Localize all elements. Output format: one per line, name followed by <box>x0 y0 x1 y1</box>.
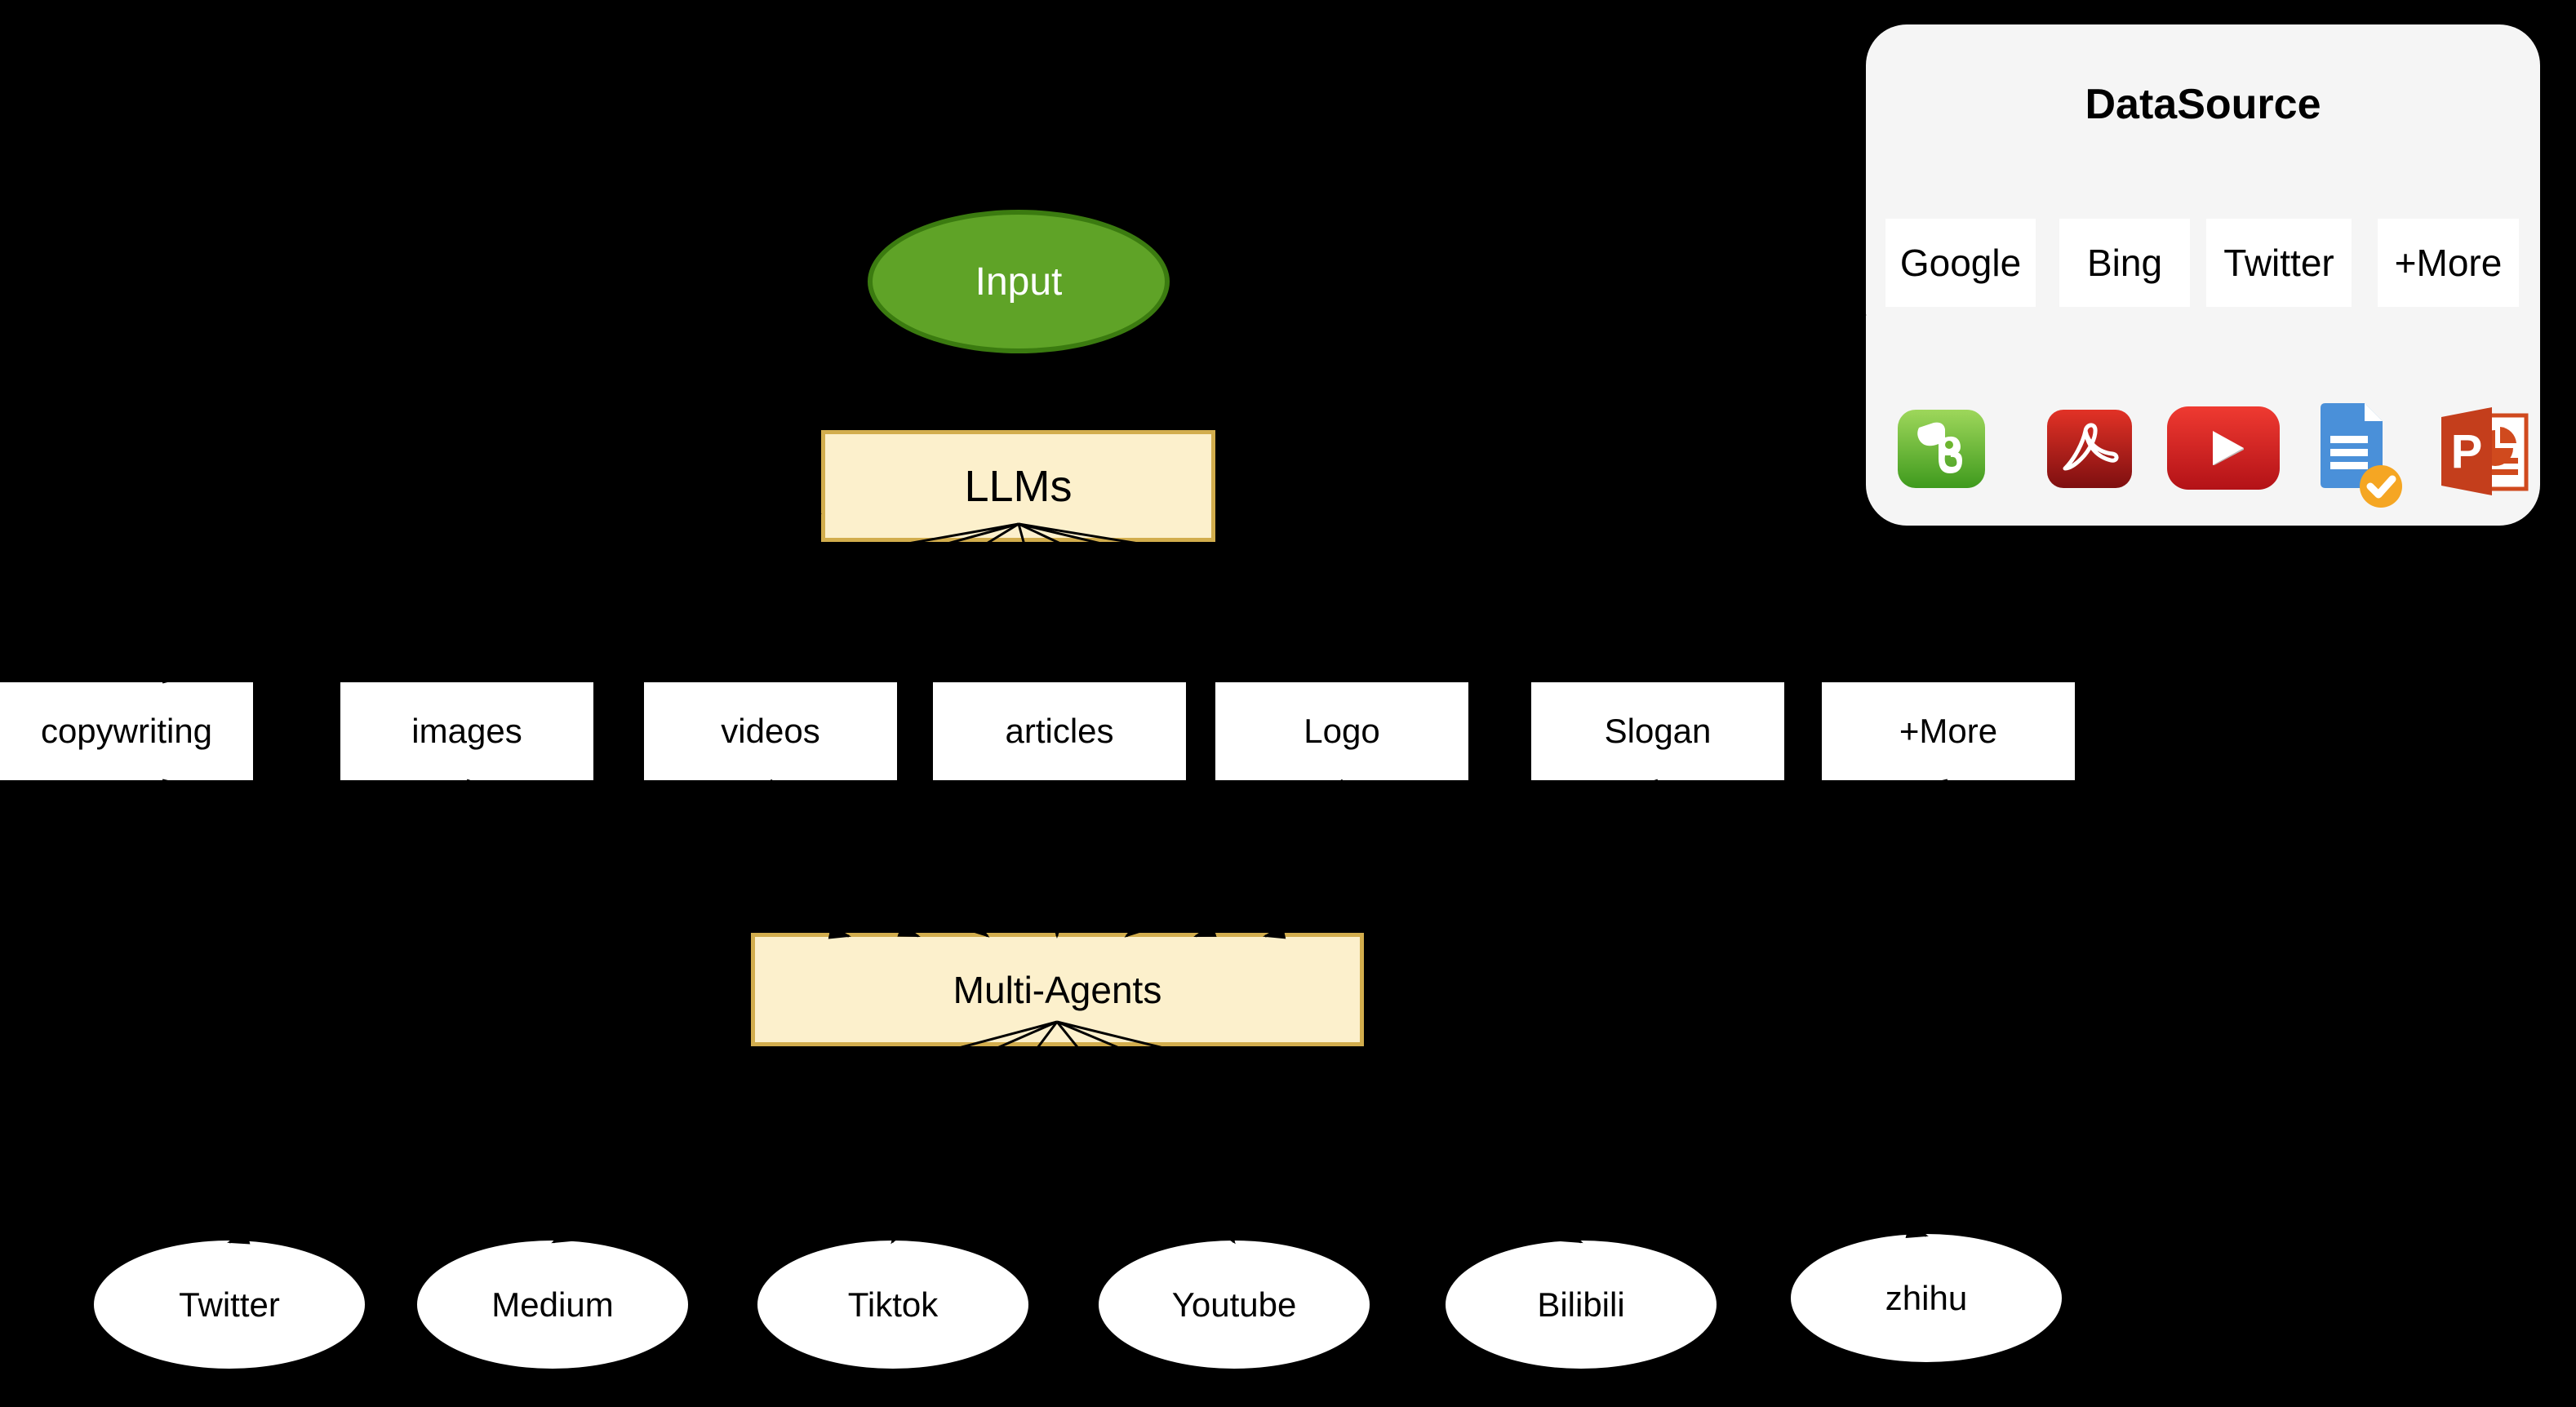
platform-label: Tiktok <box>847 1285 939 1324</box>
svg-text:P: P <box>2451 425 2483 478</box>
multi-agents-node: Multi-Agents <box>751 933 1364 1046</box>
output-label: Logo <box>1304 712 1380 750</box>
source-label: Bing <box>2086 242 2163 284</box>
source-box-more: +More <box>2378 219 2519 307</box>
platform-label: Youtube <box>1171 1285 1297 1324</box>
datasource-panel: DataSource Google Bing Twitter +More <box>1866 24 2540 526</box>
output-box-copywriting: copywriting <box>0 682 253 780</box>
multi-agents-label: Multi-Agents <box>953 968 1162 1011</box>
output-label: videos <box>721 712 820 750</box>
output-label: articles <box>1005 712 1114 750</box>
source-label: Twitter <box>2223 242 2334 284</box>
source-label: Google <box>1899 242 2022 284</box>
platform-label: Medium <box>491 1285 614 1324</box>
output-label: +More <box>1899 712 1998 750</box>
llms-node: LLMs <box>821 430 1215 542</box>
output-box-slogan: Slogan <box>1531 682 1784 780</box>
output-box-images: images <box>340 682 593 780</box>
platform-ellipse-bilibili: Bilibili <box>1446 1241 1717 1369</box>
input-label: Input <box>975 260 1063 304</box>
output-label: Slogan <box>1604 712 1712 750</box>
input-node: Input <box>868 210 1170 353</box>
youtube-icon <box>2167 406 2280 494</box>
output-label: images <box>411 712 522 750</box>
output-box-more: +More <box>1822 682 2075 780</box>
powerpoint-icon: P <box>2438 406 2529 501</box>
platform-ellipse-tiktok: Tiktok <box>757 1241 1028 1369</box>
output-box-articles: articles <box>933 682 1186 780</box>
evernote-icon <box>1898 410 1985 492</box>
platform-ellipse-medium: Medium <box>417 1241 688 1369</box>
platform-label: Bilibili <box>1537 1285 1625 1324</box>
adobe-pdf-icon <box>2047 410 2132 492</box>
source-label: +More <box>2394 242 2503 284</box>
output-box-logo: Logo <box>1215 682 1468 780</box>
platform-ellipse-zhihu: zhihu <box>1791 1234 2062 1362</box>
google-docs-icon <box>2314 402 2404 513</box>
platform-label: Twitter <box>179 1285 280 1324</box>
datasource-title: DataSource <box>2085 81 2321 128</box>
platform-label: zhihu <box>1885 1278 1968 1317</box>
source-box-google: Google <box>1885 219 2036 307</box>
platform-ellipse-youtube: Youtube <box>1099 1241 1370 1369</box>
llms-label: LLMs <box>964 461 1073 511</box>
source-box-twitter: Twitter <box>2206 219 2352 307</box>
output-label: copywriting <box>40 712 213 750</box>
source-box-bing: Bing <box>2059 219 2190 307</box>
platform-ellipse-twitter: Twitter <box>94 1241 365 1369</box>
output-box-videos: videos <box>644 682 897 780</box>
